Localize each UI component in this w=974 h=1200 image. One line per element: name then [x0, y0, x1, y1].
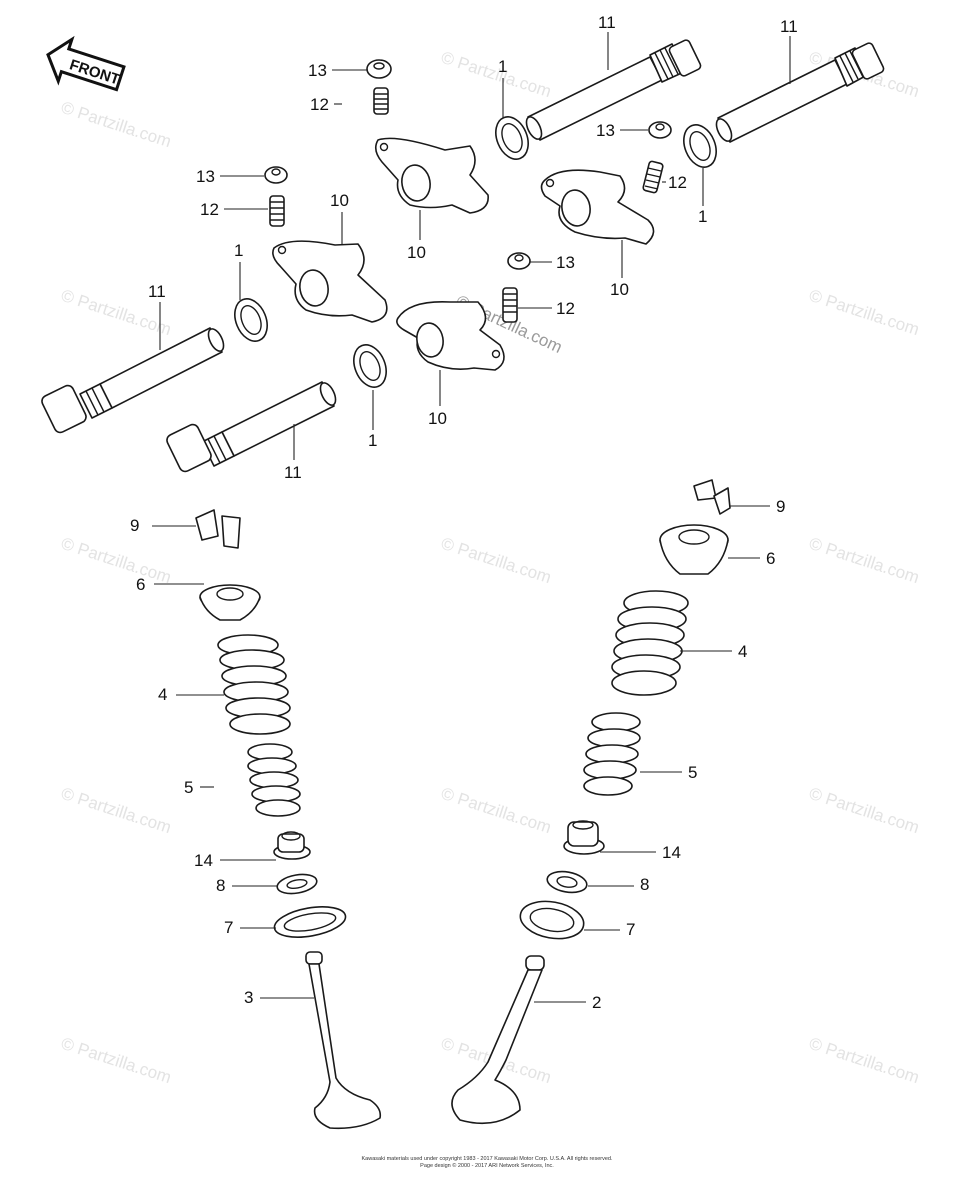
callout-3: 3 — [244, 988, 253, 1007]
rocker-arm-part-10 — [374, 137, 489, 214]
nut-part-13 — [507, 252, 531, 270]
callout-4: 4 — [158, 685, 167, 704]
callout-1: 1 — [368, 431, 377, 450]
callout-5: 5 — [688, 763, 697, 782]
washer-part-1 — [234, 298, 268, 342]
watermark: © Partzilla.com — [807, 286, 922, 339]
adjusting-screw-part-12 — [642, 160, 664, 194]
valve-stem-seal-part-14 — [563, 820, 605, 855]
outer-valve-spring-part-4 — [217, 634, 291, 735]
callout-14: 14 — [194, 851, 213, 870]
outer-valve-spring-part-4 — [611, 590, 689, 696]
callout-2: 2 — [592, 993, 601, 1012]
callout-12: 12 — [556, 299, 575, 318]
callout-5: 5 — [184, 778, 193, 797]
callout-7: 7 — [224, 918, 233, 937]
watermark: © Partzilla.com — [807, 784, 922, 837]
callout-1: 1 — [498, 57, 507, 76]
callout-12: 12 — [668, 173, 687, 192]
valve-stem-seal-part-14 — [273, 831, 311, 860]
nut-part-13 — [264, 166, 288, 184]
callout-8: 8 — [640, 875, 649, 894]
watermark: © Partzilla.com — [439, 48, 554, 101]
callout-4: 4 — [738, 642, 747, 661]
adjusting-screw-part-12 — [269, 195, 285, 227]
watermark: © Partzilla.com — [59, 98, 174, 151]
exhaust-valve-part-3 — [305, 951, 382, 1130]
callout-7: 7 — [626, 920, 635, 939]
copyright-line: Kawasaki materials used under copyright … — [362, 1156, 613, 1162]
inner-valve-spring-part-5 — [247, 743, 301, 817]
callout-13: 13 — [556, 253, 575, 272]
valve-cotter-part-9 — [693, 479, 731, 515]
watermark-layer: © Partzilla.com © Partzilla.com © Partzi… — [59, 48, 922, 1087]
rocker-shaft-part-11 — [166, 381, 337, 473]
intake-valve-part-2 — [451, 955, 545, 1125]
callout-11: 11 — [284, 463, 302, 482]
spring-seat-part-8 — [546, 870, 588, 894]
copyright-line: Page design © 2000 - 2017 ARI Network Se… — [420, 1162, 554, 1169]
spring-retainer-part-6 — [659, 524, 729, 575]
washer-part-1 — [495, 116, 529, 160]
nut-part-13 — [648, 121, 672, 139]
watermark: © Partzilla.com — [439, 784, 554, 837]
watermark: © Partzilla.com — [807, 534, 922, 587]
adjusting-screw-part-12 — [502, 287, 518, 323]
callout-9: 9 — [130, 516, 139, 535]
spring-retainer-part-6 — [199, 584, 261, 621]
watermark: © Partzilla.com — [59, 784, 174, 837]
callout-6: 6 — [766, 549, 775, 568]
callout-11: 11 — [598, 13, 616, 32]
callout-10: 10 — [610, 280, 629, 299]
rocker-shaft-part-11 — [525, 39, 702, 141]
adjusting-screw-part-12 — [373, 87, 389, 115]
callout-12: 12 — [200, 200, 219, 219]
spring-seat-part-7 — [273, 906, 347, 938]
spring-seat-part-8 — [276, 873, 318, 895]
callout-14: 14 — [662, 843, 681, 862]
valve-cotter-part-9 — [195, 509, 241, 549]
callout-13: 13 — [196, 167, 215, 186]
callout-1: 1 — [698, 207, 707, 226]
callout-10: 10 — [330, 191, 349, 210]
callout-10: 10 — [407, 243, 426, 262]
rocker-arm-part-10 — [396, 301, 505, 371]
watermark: © Partzilla.com — [807, 1034, 922, 1087]
callout-1: 1 — [234, 241, 243, 260]
callout-layer: 11 11 13 12 1 13 12 1 13 12 10 10 — [130, 13, 798, 1012]
washer-part-1 — [683, 124, 717, 168]
callout-8: 8 — [216, 876, 225, 895]
callout-6: 6 — [136, 575, 145, 594]
washer-part-1 — [353, 344, 387, 388]
callout-13: 13 — [596, 121, 615, 140]
callout-13: 13 — [308, 61, 327, 80]
front-arrow-icon: FRONT — [46, 35, 126, 92]
copyright-footer: Kawasaki materials used under copyright … — [362, 1156, 613, 1169]
nut-part-13 — [366, 59, 392, 79]
watermark: © Partzilla.com — [59, 1034, 174, 1087]
callout-12: 12 — [310, 95, 329, 114]
rocker-arm-part-10 — [272, 240, 388, 323]
rocker-arm-part-10 — [540, 169, 655, 245]
inner-valve-spring-part-5 — [583, 712, 641, 796]
callout-11: 11 — [148, 282, 166, 301]
watermark: © Partzilla.com — [59, 534, 174, 587]
callout-9: 9 — [776, 497, 785, 516]
rocker-shaft-part-11 — [41, 327, 225, 434]
callout-10: 10 — [428, 409, 447, 428]
callout-11: 11 — [780, 17, 798, 36]
spring-seat-part-7 — [519, 900, 585, 940]
watermark: © Partzilla.com — [439, 534, 554, 587]
rocker-shaft-part-11 — [715, 42, 885, 143]
